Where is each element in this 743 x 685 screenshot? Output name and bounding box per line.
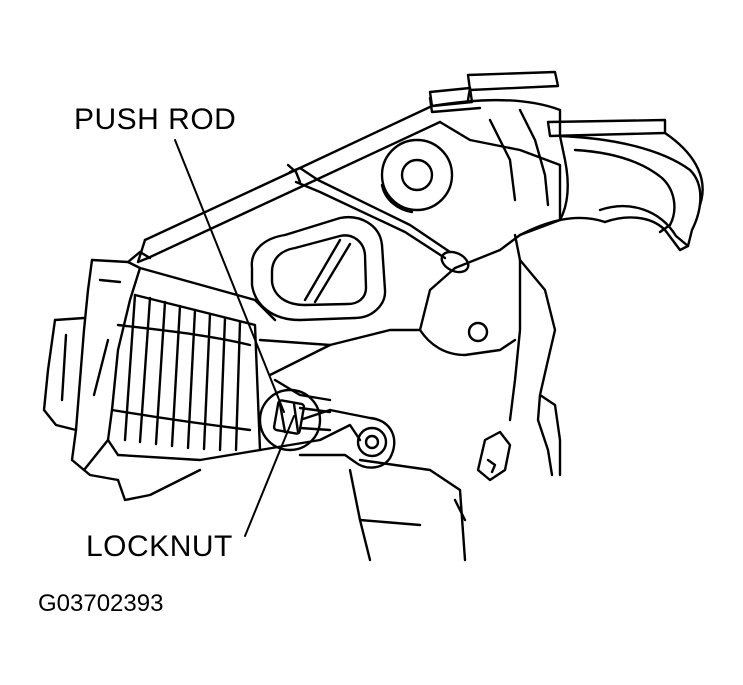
push-rod-leader [175, 140, 284, 412]
return-spring-rod [288, 165, 471, 276]
push-rod-locknut [260, 380, 330, 450]
bracket-cutout [252, 217, 385, 320]
locknut-leader [245, 416, 294, 536]
bracket-clip [478, 432, 510, 480]
booster-boot [44, 252, 275, 500]
plate-hole [469, 323, 487, 341]
pedal-bracket [138, 106, 560, 475]
figure-code: G03702393 [38, 590, 164, 617]
push-rod-label: PUSH ROD [74, 103, 237, 136]
pivot-bolt [382, 140, 452, 212]
top-bracket-tabs [430, 72, 665, 136]
pedal-arm [260, 330, 465, 560]
locknut-label: LOCKNUT [86, 530, 233, 563]
clevis-yoke [300, 410, 394, 468]
